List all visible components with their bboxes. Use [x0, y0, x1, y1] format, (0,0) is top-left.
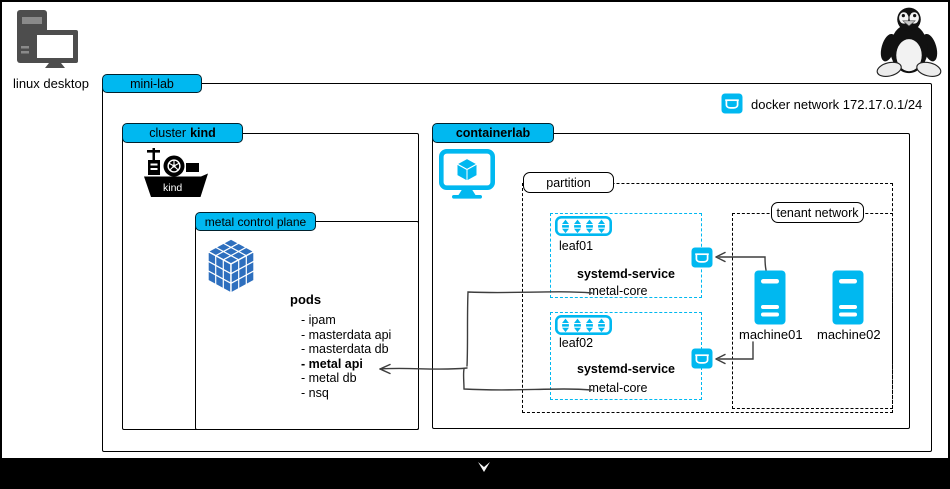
partition-label-text: partition — [546, 175, 591, 190]
cube-icon[interactable] — [207, 238, 255, 294]
tenant-network-label-text: tenant network — [776, 205, 859, 220]
containerlab-label-text: containerlab — [455, 126, 531, 140]
leaf01-name: leaf01 — [559, 239, 594, 253]
collapse-arrow-icon[interactable] — [477, 461, 491, 473]
metal-control-plane-label[interactable]: metal control plane — [195, 212, 316, 231]
machine02-icon[interactable] — [832, 270, 864, 325]
machine02-label: machine02 — [817, 327, 881, 342]
leaf02-switch-icon[interactable] — [555, 315, 612, 335]
leaf01-service-name: metal-core — [588, 284, 648, 298]
leaf01-docker-icon[interactable] — [691, 247, 713, 268]
pod-item-metal-api: - metal api — [301, 356, 363, 371]
leaf02-docker-icon[interactable] — [691, 348, 713, 369]
partition-label[interactable]: partition — [523, 172, 614, 193]
pod-item: - masterdata db — [301, 342, 389, 357]
tenant-network-label[interactable]: tenant network — [771, 202, 864, 223]
pod-item: - nsq — [301, 385, 329, 400]
leaf02-service-title: systemd-service — [577, 362, 675, 376]
containerlab-box[interactable] — [432, 133, 910, 429]
pod-item: - ipam — [301, 313, 336, 327]
linux-desktop-icon[interactable] — [16, 10, 78, 68]
kind-logo-text: kind — [163, 182, 182, 194]
docker-network-label: docker network 172.17.0.1/24 — [751, 97, 923, 112]
machine01-icon[interactable] — [754, 270, 786, 325]
leaf02-name: leaf02 — [559, 336, 594, 350]
bottom-bar — [2, 458, 948, 487]
linux-desktop-label: linux desktop — [13, 76, 89, 91]
metal-control-plane-label-text: metal control plane — [204, 214, 307, 229]
leaf01-service-title: systemd-service — [577, 267, 675, 281]
docker-network-icon[interactable] — [721, 93, 743, 114]
leaf01-switch-icon[interactable] — [555, 216, 612, 236]
mini-lab-label-text: mini-lab — [130, 76, 174, 91]
tux-penguin-icon[interactable] — [876, 4, 942, 80]
pod-item: - metal db — [301, 371, 357, 386]
cluster-label-bold: kind — [190, 126, 216, 140]
pod-item: - masterdata api — [301, 327, 392, 342]
pods-list: - ipam - masterdata api - masterdata db … — [301, 313, 391, 401]
containerlab-monitor-icon[interactable] — [439, 149, 495, 199]
cluster-kind-label[interactable]: cluster kind — [122, 123, 243, 143]
containerlab-label[interactable]: containerlab — [432, 123, 554, 143]
leaf02-service-name: metal-core — [588, 381, 648, 395]
mini-lab-label[interactable]: mini-lab — [102, 74, 202, 93]
machine01-label: machine01 — [739, 327, 803, 342]
kind-logo-icon[interactable]: kind — [144, 148, 208, 198]
cluster-label-prefix: cluster — [149, 126, 187, 140]
pods-title: pods — [290, 292, 322, 307]
mini-lab-box[interactable] — [102, 83, 932, 452]
